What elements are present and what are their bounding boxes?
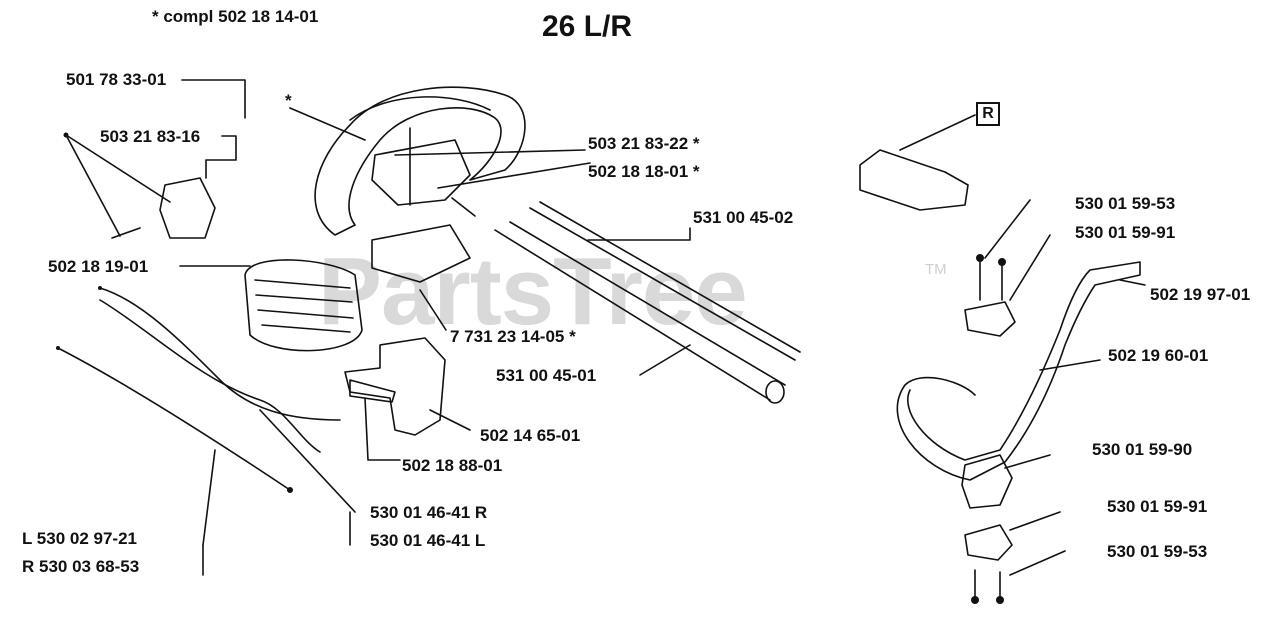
leader-line xyxy=(202,449,216,546)
part-label: 501 78 33-01 xyxy=(66,70,167,89)
leader-line xyxy=(1009,234,1051,301)
leader-line xyxy=(899,114,976,151)
lower-clamp xyxy=(961,454,1013,509)
leader-line xyxy=(1004,454,1051,469)
screw xyxy=(974,257,1003,599)
leader-line xyxy=(65,134,171,203)
trademark-mark: TM xyxy=(925,261,947,278)
leader-line xyxy=(984,199,1031,259)
stop-wire-a xyxy=(99,299,321,453)
part-label: 530 01 46-41 L xyxy=(370,531,486,550)
leader-line xyxy=(364,397,401,461)
part-label: * xyxy=(285,91,292,110)
j-handle xyxy=(896,261,1141,481)
part-label: 502 18 19-01 xyxy=(48,257,149,276)
part-label: 502 19 97-01 xyxy=(1150,285,1251,304)
leader-line xyxy=(639,344,691,376)
part-label: 530 01 59-91 xyxy=(1107,497,1208,516)
left-clamp xyxy=(159,177,216,239)
throttle-grip xyxy=(244,259,363,352)
stop-wire-b xyxy=(57,347,291,491)
grip-ribs xyxy=(254,279,354,333)
compl-note: * compl 502 18 14-01 xyxy=(152,7,319,26)
part-label: 503 21 83-22 * xyxy=(588,134,700,153)
leader-line xyxy=(1039,359,1101,371)
leader-line xyxy=(587,227,691,241)
loop-handle xyxy=(314,86,526,236)
part-label: L 530 02 97-21 xyxy=(22,529,137,548)
drive-shaft xyxy=(529,201,801,361)
handle-clamp-lower xyxy=(371,224,471,283)
part-label: 530 01 59-90 xyxy=(1092,440,1193,459)
leader-line xyxy=(1009,550,1066,576)
part-label: 531 00 45-01 xyxy=(496,366,597,385)
leader-line xyxy=(1119,279,1146,286)
variant-tag-r: R xyxy=(976,102,1000,126)
part-label: 530 01 59-91 xyxy=(1075,223,1176,242)
part-label: 530 01 59-53 xyxy=(1107,542,1208,561)
leader-line xyxy=(437,162,591,189)
leader-line xyxy=(429,409,471,431)
part-label: R 530 03 68-53 xyxy=(22,557,140,576)
part-label: 530 01 59-53 xyxy=(1075,194,1176,213)
leader-line xyxy=(65,134,121,237)
upper-bracket xyxy=(964,301,1016,337)
loop-handle-inner xyxy=(349,96,491,121)
leader-line xyxy=(181,79,246,119)
part-label: 530 01 46-41 R xyxy=(370,503,488,522)
throttle-trigger xyxy=(349,379,396,403)
leader-line xyxy=(289,107,366,141)
r-grip xyxy=(859,149,969,211)
leader-line xyxy=(205,135,237,179)
handle-clamp-upper xyxy=(371,139,471,206)
throttle-housing xyxy=(344,337,446,436)
shaft-tube-end xyxy=(765,380,785,404)
leader-line xyxy=(1009,511,1061,531)
leader-line xyxy=(259,409,356,513)
shaft-tube xyxy=(494,221,786,401)
left-screw xyxy=(111,227,141,239)
part-label: 502 14 65-01 xyxy=(480,426,581,445)
leader-line xyxy=(451,197,476,217)
part-label: 502 18 88-01 xyxy=(402,456,503,475)
lower-bracket xyxy=(964,524,1013,561)
part-label: 502 18 18-01 * xyxy=(588,162,700,181)
part-label: 503 21 83-16 xyxy=(100,127,201,146)
part-label: 502 19 60-01 xyxy=(1108,346,1209,365)
leader-line xyxy=(394,149,586,156)
part-label: 531 00 45-02 xyxy=(693,208,794,227)
part-label: 7 731 23 14-05 * xyxy=(450,327,576,346)
leader-line xyxy=(419,289,447,331)
throttle-cable xyxy=(99,287,341,421)
diagram-title: 26 L/R xyxy=(542,10,633,43)
